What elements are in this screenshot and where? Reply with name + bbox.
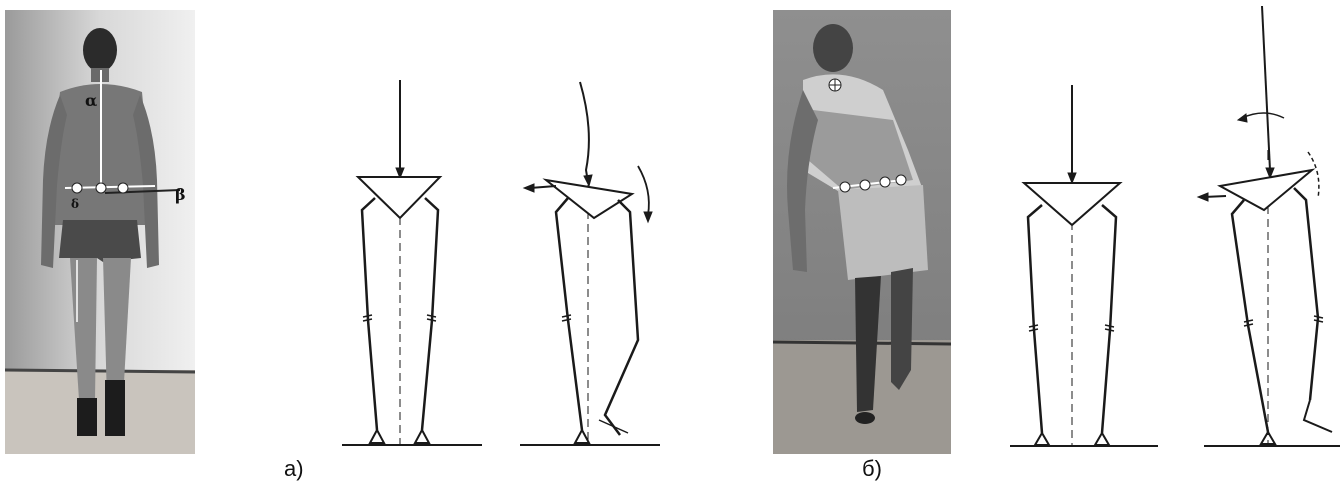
photo-a-person-back-view: α β δ bbox=[5, 10, 195, 454]
stick-diagram-b-neutral bbox=[1002, 75, 1162, 450]
beta-label: β bbox=[175, 185, 186, 204]
caption-a: а) bbox=[284, 456, 304, 482]
stick-diagram-b-tilted bbox=[1180, 0, 1342, 450]
stick-diagram-a-neutral bbox=[330, 70, 490, 450]
alpha-label: α bbox=[85, 91, 97, 110]
caption-b: б) bbox=[862, 456, 882, 482]
stick-diagram-a-tilted bbox=[510, 70, 670, 450]
photo-b-person-leaning bbox=[773, 10, 951, 454]
delta-label: δ bbox=[71, 197, 79, 211]
